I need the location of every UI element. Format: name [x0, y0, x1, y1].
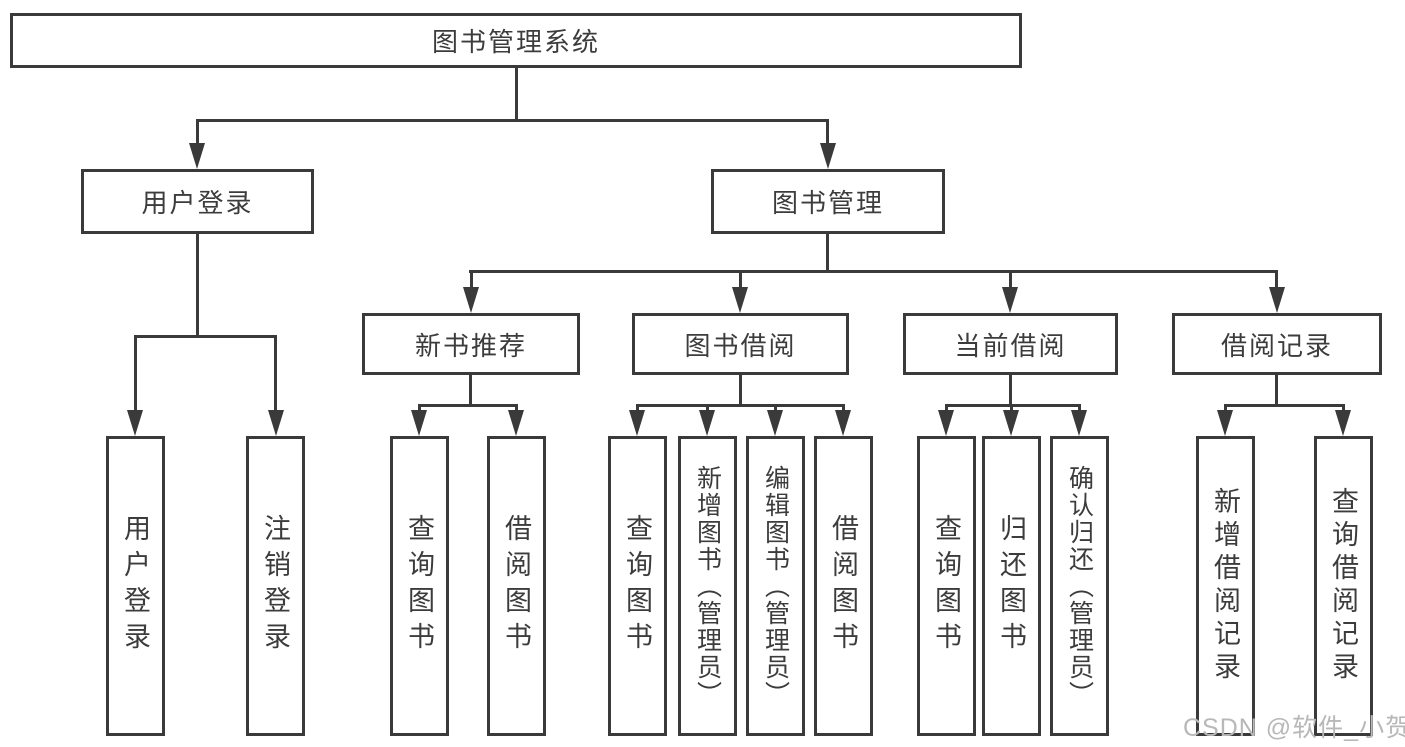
node-label: 借阅图书	[828, 514, 858, 658]
arrow-down-icon	[463, 287, 479, 313]
connector-v-line	[274, 335, 277, 413]
leaf-borrow-books-borrowing: 借阅图书	[814, 436, 873, 736]
csdn-watermark: CSDN @软件_小贺同学	[1183, 714, 1405, 742]
node-label: 用户登录	[141, 188, 254, 218]
connector-v-line	[470, 270, 473, 290]
leaf-query-books-borrowing: 查询图书	[608, 436, 667, 736]
leaf-logout: 注销登录	[246, 436, 305, 736]
node-user-login: 用户登录	[81, 169, 314, 234]
connector-v-line	[515, 404, 518, 413]
node-label: 查询借阅记录	[1328, 487, 1358, 685]
node-label: 查询图书	[931, 514, 961, 658]
node-borrowing-records: 借阅记录	[1172, 313, 1382, 375]
leaf-add-borrow-record: 新增借阅记录	[1196, 436, 1255, 736]
node-label: 借阅记录	[1220, 330, 1333, 361]
connector-h-line	[469, 270, 1278, 273]
arrow-down-icon	[268, 410, 284, 436]
connector-v-line	[196, 119, 199, 147]
leaf-edit-book-admin: 编辑图书（管理员）	[746, 436, 805, 736]
node-label: 新增图书（管理员）	[693, 464, 722, 708]
node-label: 归还图书	[996, 514, 1026, 658]
node-book-borrowing: 图书借阅	[632, 313, 849, 375]
node-label: 确认归还（管理员）	[1065, 464, 1094, 708]
node-label: 当前借阅	[954, 330, 1067, 361]
arrow-down-icon	[411, 410, 427, 436]
node-current-borrowing: 当前借阅	[903, 313, 1118, 375]
arrow-down-icon	[1003, 410, 1019, 436]
leaf-return-book: 归还图书	[982, 436, 1041, 736]
connector-h-line	[418, 404, 518, 407]
arrow-down-icon	[1071, 410, 1087, 436]
connector-v-line	[196, 234, 199, 337]
arrow-down-icon	[820, 143, 836, 169]
connector-v-line	[1078, 404, 1081, 413]
connector-v-line	[774, 404, 777, 413]
arrow-down-icon	[1335, 410, 1351, 436]
node-book-management: 图书管理	[711, 169, 945, 234]
arrow-down-icon	[938, 410, 954, 436]
arrow-down-icon	[127, 410, 143, 436]
connector-v-line	[636, 404, 639, 413]
arrow-down-icon	[699, 410, 715, 436]
connector-v-line	[515, 68, 518, 120]
connector-v-line	[842, 404, 845, 413]
leaf-query-books-current: 查询图书	[917, 436, 976, 736]
leaf-add-book-admin: 新增图书（管理员）	[678, 436, 737, 736]
connector-v-line	[826, 119, 829, 147]
connector-h-line	[945, 404, 1081, 407]
node-label: 借阅图书	[501, 514, 531, 658]
connector-v-line	[706, 404, 709, 413]
leaf-user-login: 用户登录	[106, 436, 165, 736]
node-label: 用户登录	[120, 514, 150, 658]
node-new-book-recommend: 新书推荐	[362, 313, 580, 375]
connector-v-line	[418, 404, 421, 413]
node-label: 新书推荐	[414, 330, 527, 361]
connector-v-line	[1342, 404, 1345, 413]
connector-h-line	[1224, 404, 1345, 407]
leaf-confirm-return-admin: 确认归还（管理员）	[1050, 436, 1109, 736]
leaf-query-books-recommend: 查询图书	[390, 436, 449, 736]
connector-v-line	[134, 335, 137, 413]
connector-v-line	[1009, 270, 1012, 290]
node-label: 查询图书	[404, 514, 434, 658]
connector-v-line	[739, 270, 742, 290]
arrow-down-icon	[835, 410, 851, 436]
arrow-down-icon	[189, 143, 205, 169]
node-library-management-system: 图书管理系统	[10, 13, 1022, 68]
connector-v-line	[945, 404, 948, 413]
arrow-down-icon	[1269, 287, 1285, 313]
connector-h-line	[196, 119, 829, 122]
node-label: 注销登录	[260, 514, 290, 658]
node-label: 查询图书	[622, 514, 652, 658]
arrow-down-icon	[732, 287, 748, 313]
arrow-down-icon	[767, 410, 783, 436]
node-label: 图书管理	[771, 188, 884, 218]
leaf-borrow-books-recommend: 借阅图书	[487, 436, 546, 736]
node-label: 图书借阅	[684, 330, 797, 361]
connector-v-line	[1010, 404, 1013, 413]
connector-v-line	[1224, 404, 1227, 413]
connector-v-line	[469, 375, 472, 407]
leaf-query-borrow-record: 查询借阅记录	[1314, 436, 1373, 736]
arrow-down-icon	[508, 410, 524, 436]
node-label: 新增借阅记录	[1210, 487, 1240, 685]
arrow-down-icon	[1217, 410, 1233, 436]
node-label: 图书管理系统	[431, 27, 600, 57]
arrow-down-icon	[1002, 287, 1018, 313]
connector-v-line	[739, 375, 742, 407]
connector-v-line	[1275, 375, 1278, 407]
connector-v-line	[1275, 270, 1278, 290]
connector-v-line	[826, 234, 829, 272]
connector-h-line	[636, 404, 845, 407]
connector-v-line	[1009, 375, 1012, 407]
connector-h-line	[134, 335, 277, 338]
node-label: 编辑图书（管理员）	[761, 464, 790, 708]
arrow-down-icon	[629, 410, 645, 436]
